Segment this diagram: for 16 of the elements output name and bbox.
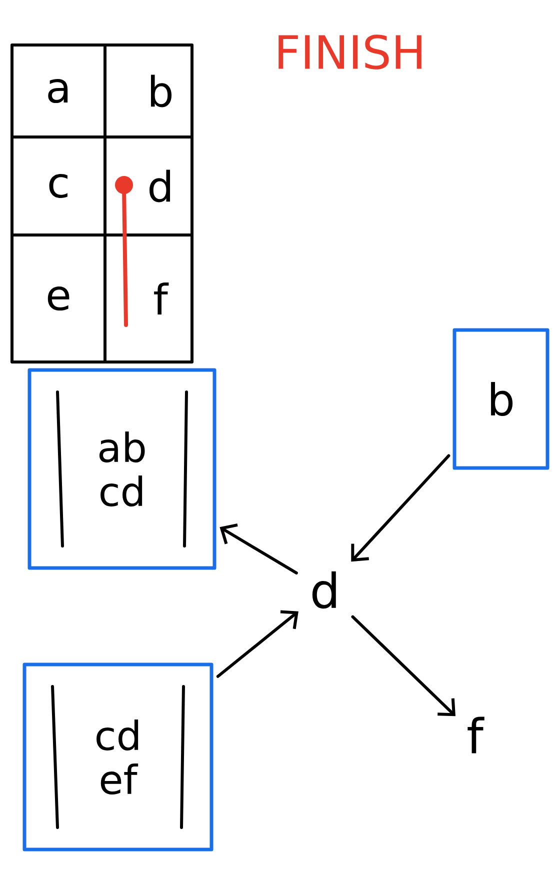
title: FINISH xyxy=(278,34,422,70)
table-cell: b xyxy=(150,74,172,108)
letter-box: b xyxy=(452,328,550,470)
matrix-box: cd ef xyxy=(22,662,214,852)
arrow xyxy=(220,523,298,574)
arrow xyxy=(351,454,450,562)
table-cell: e xyxy=(48,286,70,311)
table-cell: f xyxy=(154,282,169,314)
table-cell: a xyxy=(48,78,68,104)
table-cell: d xyxy=(150,170,170,202)
matrix-box: ab cd xyxy=(28,368,216,570)
arrow xyxy=(216,610,298,678)
table-cell: c xyxy=(49,174,68,198)
letter: f xyxy=(468,716,484,754)
letter: d xyxy=(312,571,336,609)
arrow xyxy=(351,615,456,716)
